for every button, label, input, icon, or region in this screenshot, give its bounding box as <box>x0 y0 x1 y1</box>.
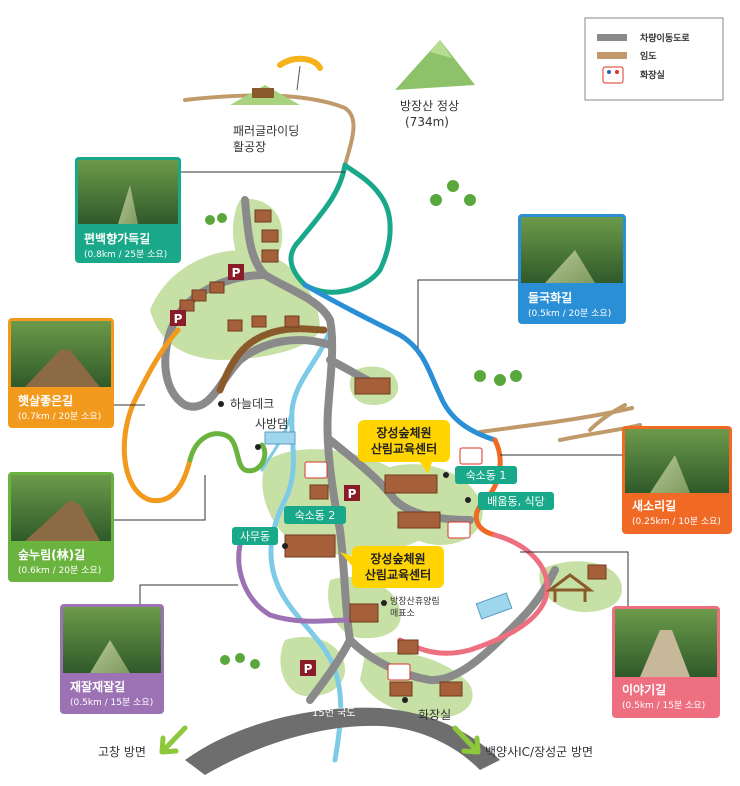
tag-lodge2 <box>284 506 346 524</box>
summit-label: 방장산 정상 <box>400 99 459 113</box>
trail-line-purple <box>236 542 353 624</box>
center-mid-label-2: 산림교육센터 <box>365 567 431 582</box>
trail-card-1-title: 들국화길 <box>528 290 572 305</box>
trail-line-teal <box>288 162 393 295</box>
sabang-dam-label: 사방댐 <box>255 417 288 431</box>
trail-card-4-info: (0.25km / 10분 소요) <box>632 516 721 527</box>
legend-restroom-label: 화장실 <box>640 69 665 81</box>
trail-card-2-title: 햇살좋은길 <box>18 393 73 408</box>
dir-right-label: 백양사IC/장성군 방면 <box>485 745 593 759</box>
trail-line-pink <box>397 532 550 656</box>
trail-card-0 <box>75 157 181 263</box>
trail-card-5-info: (0.5km / 15분 소요) <box>70 697 153 708</box>
trail-card-1 <box>518 214 626 324</box>
route-15 <box>185 707 500 775</box>
trail-line-orange <box>121 327 193 504</box>
trail-card-2 <box>8 318 114 428</box>
pool-icon <box>475 592 513 620</box>
dining-label: 배움동, 식당 <box>487 495 545 508</box>
tag-office <box>232 527 288 549</box>
center-mid-label-1: 장성숲체원 <box>370 551 425 566</box>
trail-card-5 <box>60 604 164 714</box>
store-label-2: 매표소 <box>390 608 415 619</box>
sky-deck-label: 하늘데크 <box>230 397 274 411</box>
leader-lines <box>112 171 629 613</box>
trail-card-2-info: (0.7km / 20분 소요) <box>18 411 101 422</box>
summit-elev: (734m) <box>405 115 449 129</box>
restroom-icons <box>304 447 483 681</box>
building-icons <box>179 209 607 697</box>
trail-card-6-title: 이야기길 <box>622 682 666 697</box>
parking-labels: P P P P <box>174 266 357 676</box>
trail-card-3 <box>8 472 114 582</box>
trail-card-5-title: 재잘재잘길 <box>70 680 125 694</box>
tag-lodge1 <box>443 466 517 484</box>
right-direction-arrow <box>452 725 481 755</box>
center-top-callout <box>358 420 450 474</box>
center-mid-callout <box>340 546 444 588</box>
trail-card-0-title: 편백향가득길 <box>84 231 150 246</box>
paragliding-label: 패러글라이딩 <box>233 124 299 138</box>
vehicle-road <box>161 196 559 704</box>
stream <box>260 327 344 763</box>
trail-card-4 <box>622 426 732 534</box>
trail-card-3-info: (0.6km / 20분 소요) <box>18 565 101 576</box>
sabang-dam-icon <box>264 431 296 445</box>
dir-left-label: 고창 방면 <box>98 745 146 759</box>
left-direction-arrow <box>159 725 188 755</box>
trail-card-1-info: (0.5km / 20분 소요) <box>528 308 611 319</box>
trail-card-6-info: (0.5km / 15분 소요) <box>622 700 705 711</box>
trail-line-green <box>187 431 268 474</box>
svg-text:P: P <box>232 266 241 280</box>
trail-card-0-info: (0.8km / 25분 소요) <box>84 249 167 260</box>
legend-box <box>584 17 724 101</box>
sky-deck-line <box>216 325 329 394</box>
trail-card-4-title: 새소리길 <box>632 498 676 513</box>
trail-card-3-title: 숲누림(林)길 <box>18 547 85 562</box>
pavilion-icon <box>545 573 595 602</box>
svg-text:P: P <box>174 312 183 326</box>
center-top-label-2: 산림교육센터 <box>371 441 437 456</box>
tree-icons <box>205 180 522 669</box>
parking-icons <box>170 264 360 676</box>
trail-line-blue <box>302 282 498 443</box>
trail-card-6 <box>612 606 720 718</box>
legend-road-label: 차량이동도로 <box>640 32 690 44</box>
restroom-label: 화장실 <box>418 708 451 722</box>
center-top-label-1: 장성숲체원 <box>376 425 431 440</box>
legend-forest-road-label: 임도 <box>640 50 657 62</box>
route15-label: 15번 국도 <box>312 707 356 719</box>
lodge1-label: 숙소동 1 <box>466 469 507 482</box>
store-label-1: 방장산휴양림 <box>390 595 440 607</box>
tag-dining <box>465 492 554 510</box>
lodge2-label: 숙소동 2 <box>295 509 336 522</box>
summit-mountain-icon <box>395 40 475 90</box>
svg-text:P: P <box>304 662 313 676</box>
paragliding-label-2: 활공장 <box>233 140 266 154</box>
paragliding-hill-icon <box>230 55 323 105</box>
svg-text:P: P <box>348 487 357 501</box>
office-label: 사무동 <box>240 530 270 543</box>
